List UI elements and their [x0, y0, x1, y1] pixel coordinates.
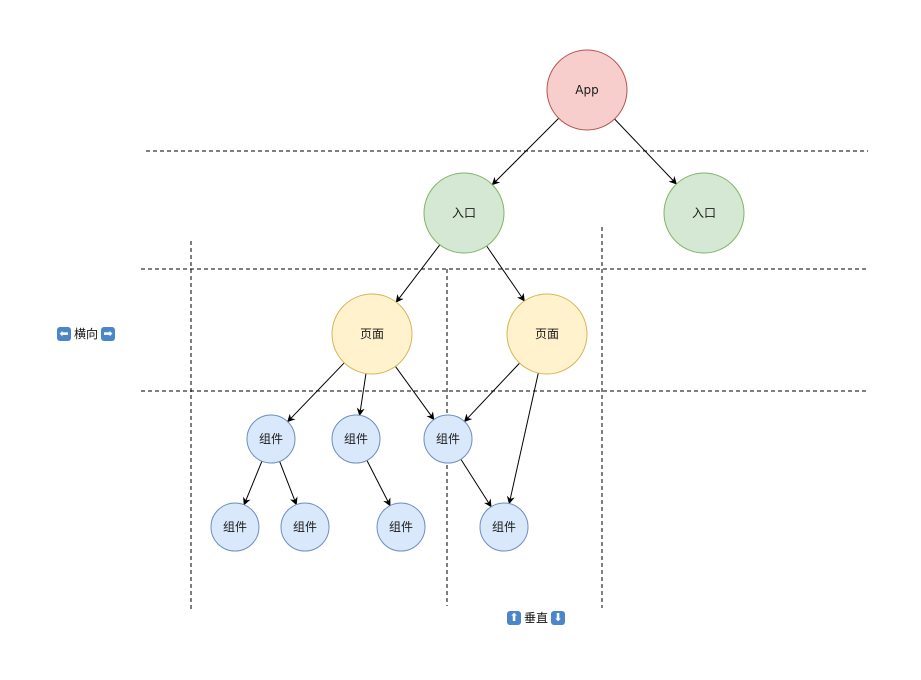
edge-app-entry1: [491, 117, 560, 186]
page-node-circle: [506, 293, 588, 375]
edge-page2-comp7: [506, 372, 539, 505]
app-node-label: App: [575, 83, 598, 97]
vertical-label: ⬆ 垂直 ⬇: [507, 611, 566, 625]
component-node-label: 组件: [344, 432, 368, 446]
left-arrow-icon: ⬅: [57, 327, 71, 341]
horizontal-label-text: 横向: [74, 327, 99, 341]
component-node-circle: [246, 414, 296, 464]
entry-node-label: 入口: [452, 206, 476, 220]
page-node-circle: [331, 293, 413, 375]
node-app: App: [546, 49, 628, 131]
component-node-label: 组件: [223, 520, 247, 534]
node-comp4: 组件: [210, 502, 260, 552]
edge-page2-comp3: [463, 362, 520, 423]
edge-comp1-comp5: [279, 461, 298, 506]
node-entry1: 入口: [423, 172, 505, 254]
edge-entry1-page1: [395, 244, 441, 303]
node-comp2: 组件: [331, 414, 381, 464]
component-node-label: 组件: [492, 520, 516, 534]
page-node-label: 页面: [535, 327, 559, 341]
edge-comp2-comp6: [366, 460, 391, 507]
edge-page1-comp2: [356, 373, 367, 417]
node-entry2: 入口: [663, 172, 745, 254]
component-node-circle: [331, 414, 381, 464]
component-node-circle: [376, 502, 426, 552]
node-comp7: 组件: [479, 502, 529, 552]
nodes: App入口入口页面页面组件组件组件组件组件组件组件: [210, 49, 745, 552]
node-comp6: 组件: [376, 502, 426, 552]
app-node-circle: [546, 49, 628, 131]
edge-comp3-comp7: [460, 458, 492, 508]
horizontal-label: ⬅ 横向 ➡: [57, 327, 116, 341]
component-node-circle: [479, 502, 529, 552]
component-node-circle: [280, 502, 330, 552]
component-node-circle: [423, 414, 473, 464]
right-arrow-icon: ➡: [101, 327, 116, 341]
page-node-label: 页面: [360, 327, 384, 341]
up-arrow-icon: ⬆: [507, 611, 521, 625]
component-node-circle: [210, 502, 260, 552]
node-comp3: 组件: [423, 414, 473, 464]
edges: [243, 117, 677, 508]
entry-node-circle: [423, 172, 505, 254]
edge-app-entry2: [614, 118, 677, 185]
edge-page1-comp3: [395, 366, 435, 421]
component-node-label: 组件: [389, 520, 413, 534]
component-node-label: 组件: [436, 432, 460, 446]
component-node-label: 组件: [293, 520, 317, 534]
entry-node-label: 入口: [692, 206, 716, 220]
down-arrow-icon: ⬇: [551, 611, 566, 625]
edge-page1-comp1: [287, 362, 345, 423]
node-comp1: 组件: [246, 414, 296, 464]
node-page1: 页面: [331, 293, 413, 375]
edge-entry1-page2: [486, 245, 525, 302]
node-comp5: 组件: [280, 502, 330, 552]
node-page2: 页面: [506, 293, 588, 375]
edge-comp1-comp4: [243, 461, 263, 506]
entry-node-circle: [663, 172, 745, 254]
vertical-label-text: 垂直: [524, 611, 549, 625]
component-node-label: 组件: [259, 432, 283, 446]
